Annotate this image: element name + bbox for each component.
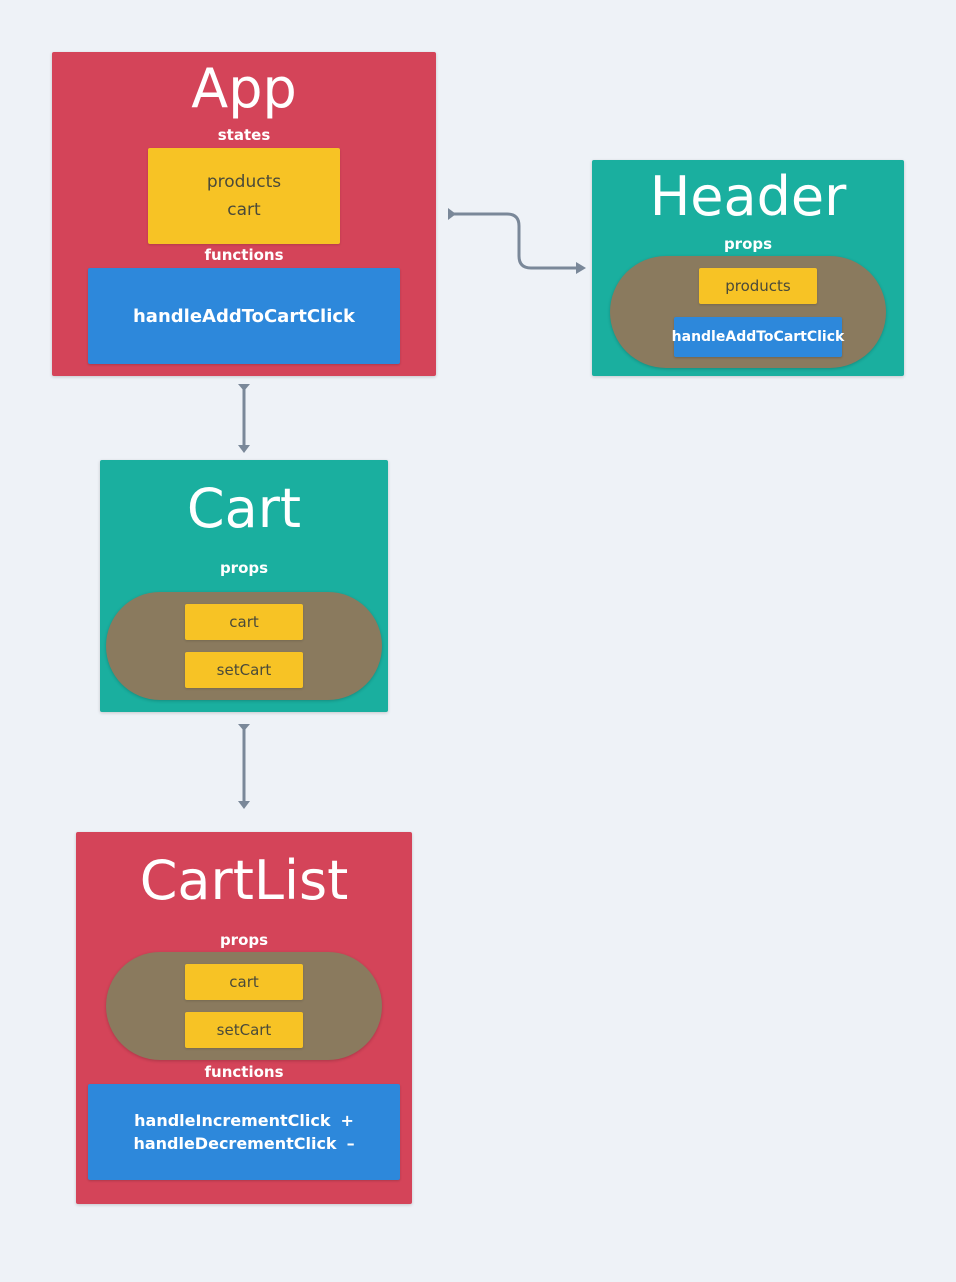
app-states-label: states (217, 126, 271, 144)
arrow-head-cart-cartlist (238, 801, 250, 809)
cartlist-prop-setcart-label: setCart (216, 1021, 272, 1039)
arrow-tail-cart-cartlist (238, 724, 250, 731)
cart-component: Cart props cart setCart (100, 460, 388, 712)
header-prop-function: handleAddToCartClick (671, 317, 845, 357)
header-prop-products: products (699, 268, 817, 304)
cartlist-function-increment: handleIncrementClick + (134, 1109, 354, 1132)
arrow-tail-app-cart (238, 384, 250, 391)
arrow-head-app-header (576, 262, 586, 274)
arrow-app-to-header (449, 212, 580, 270)
app-function-handle-add-to-cart: handleAddToCartClick (132, 305, 356, 327)
header-title: Header (649, 165, 847, 228)
app-states-box: products cart (148, 148, 340, 244)
cartlist-functions-label: functions (204, 1063, 284, 1081)
cart-props-label: props (219, 559, 269, 577)
cartlist-functions-box: handleIncrementClick + handleDecrementCl… (88, 1084, 400, 1180)
cartlist-function-increment-name: handleIncrementClick (134, 1111, 331, 1130)
cartlist-prop-cart: cart (185, 964, 303, 1000)
header-props-label: props (723, 235, 773, 253)
arrow-tail-app-header (448, 208, 456, 220)
cart-prop-setcart-label: setCart (216, 661, 272, 679)
cart-prop-cart-label: cart (229, 613, 259, 631)
cart-prop-setcart: setCart (185, 652, 303, 688)
cartlist-function-decrement: handleDecrementClick – (133, 1132, 354, 1155)
arrow-head-app-cart (238, 445, 250, 453)
app-functions-label: functions (204, 246, 284, 264)
cartlist-prop-setcart: setCart (185, 1012, 303, 1048)
header-prop-function-label: handleAddToCartClick (671, 329, 845, 345)
header-component: Header props products handleAddToCartCli… (592, 160, 904, 376)
app-component: App states products cart functions handl… (52, 52, 436, 376)
cartlist-title: CartList (139, 849, 349, 912)
plus-icon: + (340, 1111, 354, 1130)
minus-icon: – (346, 1134, 355, 1153)
app-state-cart: cart (227, 200, 261, 220)
cartlist-component: CartList props cart setCart functions ha… (76, 832, 412, 1204)
cartlist-function-decrement-name: handleDecrementClick (133, 1134, 337, 1153)
cartlist-props-label: props (219, 931, 269, 949)
cart-title: Cart (186, 477, 302, 540)
header-prop-products-label: products (725, 277, 791, 295)
app-state-products: products (206, 172, 282, 192)
cart-prop-cart: cart (185, 604, 303, 640)
cartlist-prop-cart-label: cart (229, 973, 259, 991)
app-title: App (191, 57, 297, 120)
app-function-box: handleAddToCartClick (88, 268, 400, 364)
